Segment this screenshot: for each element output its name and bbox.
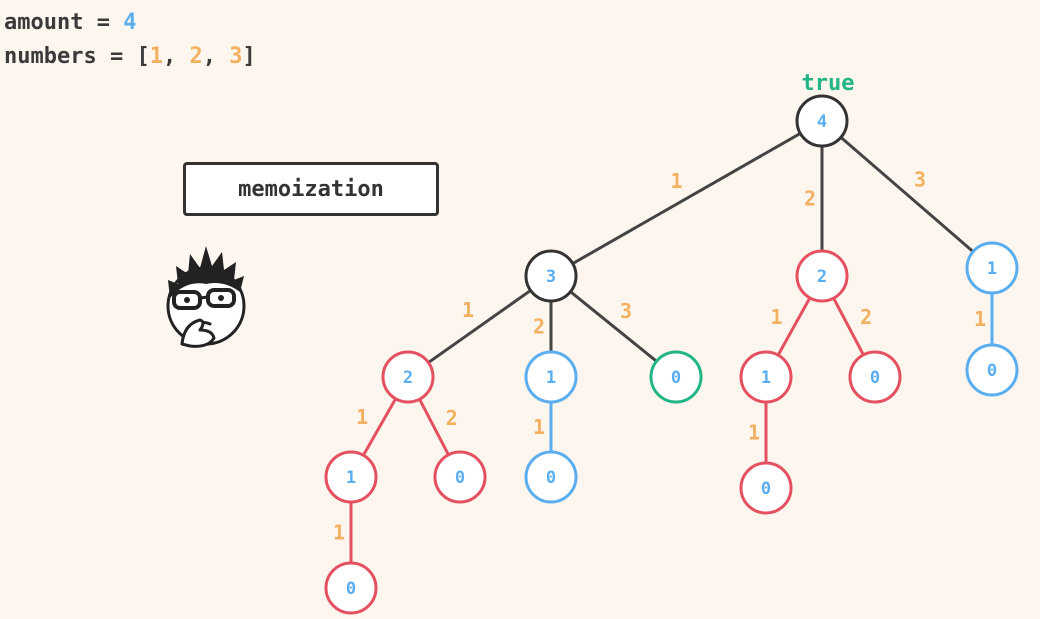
numbers-line: numbers = [1, 2, 3]: [4, 46, 256, 68]
edge-label: 3: [620, 299, 632, 323]
tree-node: 0: [649, 350, 703, 404]
tree-node-circle: [739, 350, 793, 404]
tree-node-circle: [381, 350, 435, 404]
tree-node: 0: [433, 450, 487, 504]
tree-node-circle: [965, 241, 1019, 295]
edge-label: 2: [804, 187, 816, 211]
tree-edge: [776, 297, 812, 356]
tree-node-value: 0: [987, 361, 997, 381]
tree-node-value: 3: [546, 267, 556, 287]
tree-node-circle: [649, 350, 703, 404]
tree-node-value: 0: [671, 368, 681, 388]
numbers-value-1: 1: [149, 44, 163, 69]
tree-node: 0: [848, 350, 902, 404]
edge-label: 1: [533, 415, 545, 439]
tree-node: 2: [381, 350, 435, 404]
tree-node: 4: [795, 94, 849, 148]
tree-node-circle: [965, 343, 1019, 397]
numbers-close: ]: [242, 44, 256, 69]
tree-node-value: 0: [761, 479, 771, 499]
edge-label: 1: [462, 298, 474, 322]
tree-node: 3: [524, 249, 578, 303]
tree-node: 1: [965, 241, 1019, 295]
tree-node-circle: [739, 461, 793, 515]
tree-nodes: 4 3 2 1 2 1 0 0 0 0 1 0 1 0 0: [324, 94, 1019, 615]
tree-node-value: 1: [761, 368, 771, 388]
numbers-value-3: 3: [229, 44, 243, 69]
edge-label: 1: [974, 307, 986, 331]
tree-node: 0: [324, 561, 378, 615]
tree-node: 1: [739, 350, 793, 404]
tree-node-circle: [524, 450, 578, 504]
tree-node-circle: [433, 450, 487, 504]
tree-edge: [839, 136, 975, 253]
tree-edge: [362, 397, 397, 457]
tree-edge: [569, 290, 658, 363]
numbers-label: numbers = [: [4, 44, 150, 69]
edge-label: 3: [914, 167, 926, 191]
edge-label: 1: [333, 521, 345, 545]
tree-node-value: 1: [987, 259, 997, 279]
numbers-value-2: 2: [189, 44, 203, 69]
edge-label: 1: [671, 169, 683, 193]
tree-node-circle: [324, 450, 378, 504]
tree-edge: [571, 132, 802, 265]
amount-line: amount = 4: [4, 12, 136, 34]
tree-node: 1: [524, 350, 578, 404]
tree-edge: [832, 297, 865, 356]
numbers-sep-2: ,: [202, 44, 230, 69]
speech-bubble-text: memoization: [238, 176, 384, 202]
tree-edge: [427, 289, 532, 364]
tree-node-value: 4: [817, 112, 827, 132]
speech-bubble: memoization: [183, 162, 439, 216]
tree-node: 0: [524, 450, 578, 504]
tree-edge: [418, 398, 450, 456]
edge-label: 1: [748, 421, 760, 445]
numbers-sep-1: ,: [162, 44, 190, 69]
tree-node-circle: [795, 249, 849, 303]
tree-edge-labels: 1 2 3 1 2 3 1 2 1 1 1 2 1 1: [333, 167, 986, 544]
tree-node-circle: [795, 94, 849, 148]
tree-node: 2: [795, 249, 849, 303]
amount-value: 4: [123, 10, 137, 35]
tree-node-value: 0: [346, 579, 356, 599]
edge-label: 1: [356, 405, 368, 429]
tree-node-circle: [848, 350, 902, 404]
tree-node-circle: [524, 350, 578, 404]
tree-node-value: 2: [403, 368, 413, 388]
edge-label: 1: [770, 305, 782, 329]
tree-node-value: 2: [817, 267, 827, 287]
tree-node-value: 0: [870, 368, 880, 388]
edge-label: 2: [533, 315, 545, 339]
tree-node-circle: [524, 249, 578, 303]
tree-node: 0: [965, 343, 1019, 397]
tree-node-value: 1: [346, 468, 356, 488]
thinking-character-icon: [166, 246, 246, 348]
tree-node: 1: [324, 450, 378, 504]
tree-node: 0: [739, 461, 793, 515]
tree-edges: [349, 132, 994, 563]
root-status-label: true: [802, 71, 855, 96]
amount-label: amount =: [4, 10, 124, 35]
edge-label: 2: [446, 406, 458, 430]
tree-node-circle: [324, 561, 378, 615]
edge-label: 2: [860, 305, 872, 329]
tree-node-value: 0: [455, 468, 465, 488]
tree-node-value: 1: [546, 368, 556, 388]
tree-node-value: 0: [546, 468, 556, 488]
